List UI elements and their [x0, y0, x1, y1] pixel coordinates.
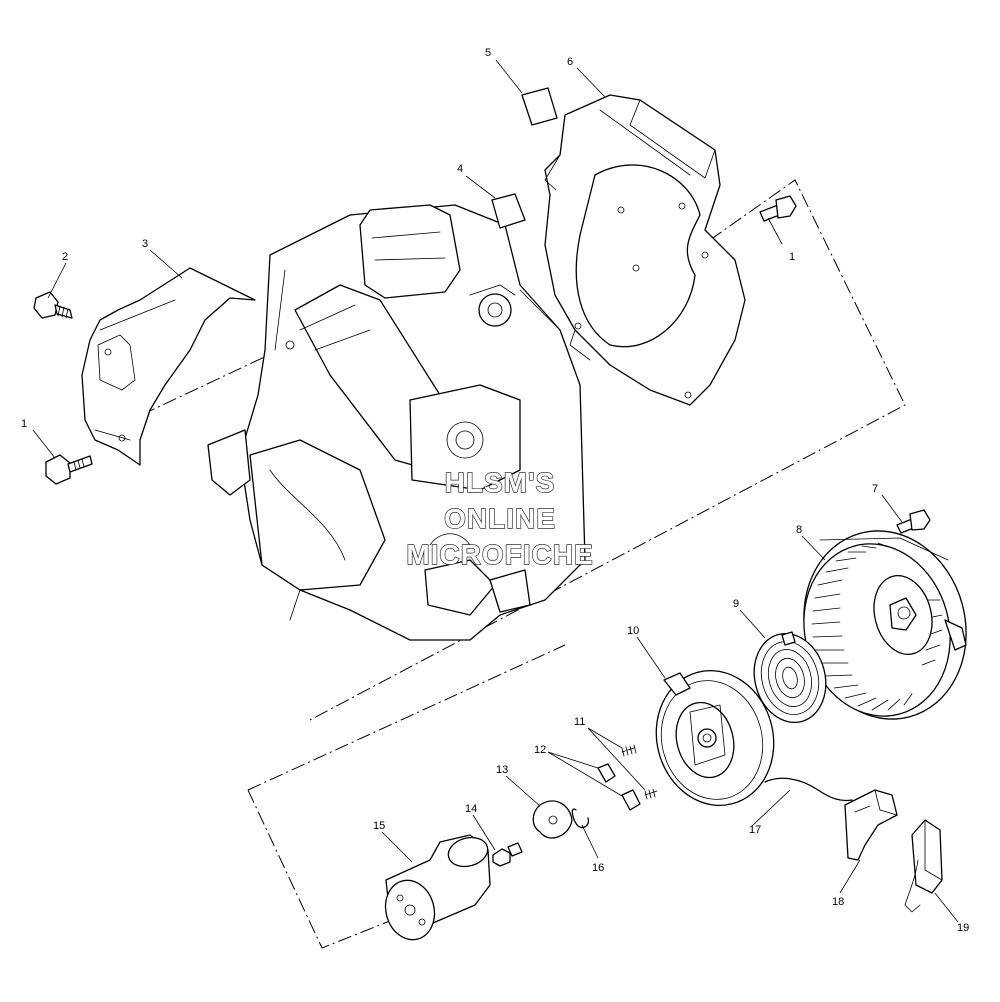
callout-9: 9: [733, 598, 739, 610]
part-1-bolt-right: [759, 195, 797, 222]
callout-17: 17: [749, 824, 761, 836]
callout-1-right: 1: [789, 251, 795, 263]
callout-19: 19: [957, 922, 969, 934]
callout-7: 7: [872, 483, 878, 495]
part-4-gasket: [491, 193, 526, 229]
part-1-bolt-left: [45, 454, 93, 485]
part-14-screw: [492, 842, 523, 867]
callout-6: 6: [567, 56, 573, 68]
part-16-retaining-ring: [571, 808, 590, 829]
part-15-starter-cup: [384, 834, 491, 941]
part-18-starter-handle: [844, 789, 898, 861]
part-19-handle-insert: [904, 819, 943, 913]
callout-1-left: 1: [21, 418, 27, 430]
part-2-flange-bolt: [33, 291, 73, 319]
leader-lines: [32, 59, 959, 923]
part-6-blower-housing: [544, 94, 746, 406]
watermark: HLSM'S ONLINE MICROFICHE: [406, 466, 594, 570]
part-3-side-shield: [81, 267, 256, 466]
part-5-gasket: [521, 87, 558, 126]
callout-15: 15: [373, 820, 385, 832]
callout-5: 5: [485, 47, 491, 59]
part-10-pulley: [655, 669, 775, 807]
part-17-starter-rope: [764, 777, 853, 802]
part-8-starter-cover: [803, 530, 967, 720]
engine-block: [207, 204, 586, 641]
callout-16: 16: [592, 862, 604, 874]
part-7-bolt: [896, 509, 931, 534]
watermark-line-1: HLSM'S: [445, 467, 556, 498]
callout-12: 12: [534, 744, 546, 756]
watermark-line-3: MICROFICHE: [406, 539, 593, 570]
callout-labels: 1 2 3 4 5 6 1 7 8 9 10 11 12 13 14 15 16…: [21, 47, 969, 934]
callout-13: 13: [496, 764, 508, 776]
part-9-recoil-spring: [753, 631, 827, 724]
part-11-springs: [621, 744, 658, 800]
part-13-ratchet: [532, 800, 573, 839]
part-12-pawls: [597, 763, 641, 811]
callout-10: 10: [627, 625, 639, 637]
callout-3: 3: [142, 238, 148, 250]
callout-8: 8: [796, 524, 802, 536]
watermark-line-2: ONLINE: [444, 503, 556, 534]
callout-14: 14: [465, 803, 477, 815]
callout-4: 4: [457, 163, 463, 175]
callout-2: 2: [62, 251, 68, 263]
callout-18: 18: [832, 896, 844, 908]
callout-11: 11: [574, 716, 585, 728]
